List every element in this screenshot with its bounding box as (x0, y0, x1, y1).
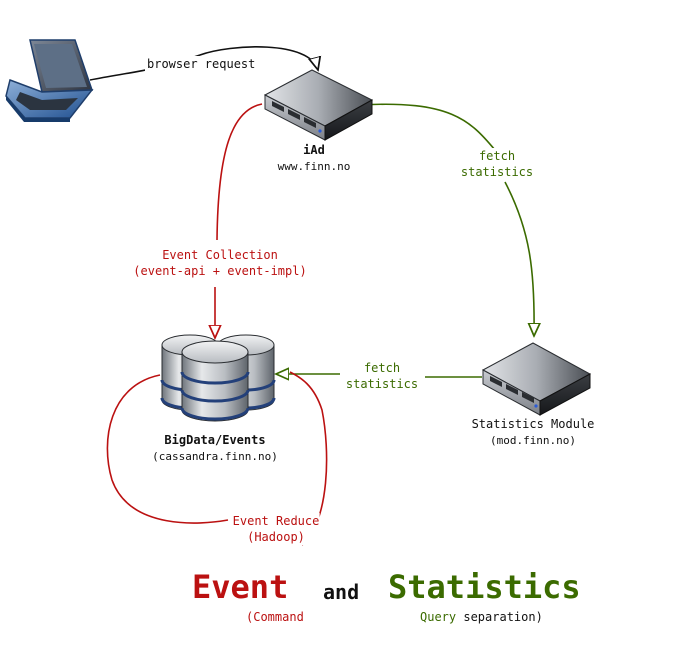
fetch-statistics-arrow-top (359, 103, 496, 151)
browser-request-label: browser request (145, 56, 258, 72)
bigdata-host: (cassandra.finn.no) (152, 450, 278, 463)
server-icon-iad (263, 69, 374, 141)
bigdata-name: BigData/Events (164, 433, 266, 447)
statistics-label-top: statistics (460, 165, 534, 179)
fetch-label-top: fetch (478, 149, 516, 163)
fetch-statistics-arrow-top-lower (504, 181, 534, 336)
browser-request-arrow (89, 46, 318, 81)
footer-separation: separation) (463, 610, 543, 624)
fetch-label-mid: fetch (363, 361, 401, 375)
footer-command: (Command (246, 610, 304, 624)
event-collection-label: Event Collection (event-api + event-impl… (133, 247, 307, 279)
stats-name: Statistics Module (471, 417, 595, 431)
fetch-statistics-label-mid: fetch statistics (345, 360, 419, 392)
footer-and: and (323, 580, 360, 604)
iad-name: iAd (303, 143, 325, 157)
database-icon (160, 334, 276, 422)
server-icon-statistics (481, 342, 592, 416)
event-collection-line (216, 103, 263, 241)
laptop-icon (5, 39, 94, 122)
event-collection-detail: (event-api + event-impl) (133, 264, 307, 278)
footer-event: Event (192, 568, 289, 606)
statistics-label-mid: statistics (345, 377, 419, 391)
event-reduce-title: Event Reduce (232, 514, 320, 528)
stats-host: (mod.finn.no) (489, 434, 577, 447)
event-collection-title: Event Collection (162, 248, 278, 262)
event-reduce-loop-left (106, 374, 229, 524)
event-reduce-label: Event Reduce (Hadoop) (232, 513, 320, 545)
event-reduce-detail: (Hadoop) (247, 530, 305, 544)
footer-query: Query (420, 610, 457, 624)
iad-host: www.finn.no (277, 160, 351, 173)
fetch-statistics-label-top: fetch statistics (460, 148, 534, 180)
footer-query-separation: Query separation) (420, 609, 543, 625)
footer-statistics: Statistics (388, 568, 581, 606)
